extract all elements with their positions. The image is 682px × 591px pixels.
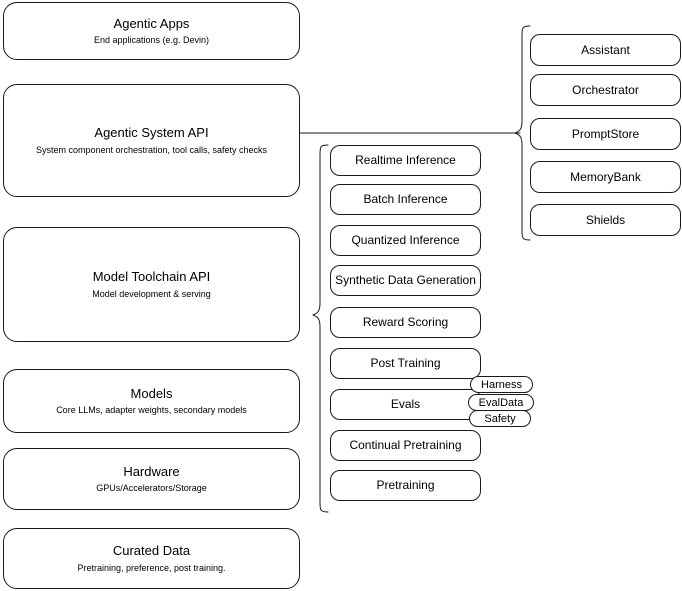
eval-pill-label: Harness bbox=[481, 378, 522, 391]
eval-pill-label: Safety bbox=[484, 412, 516, 425]
component-label: Orchestrator bbox=[572, 82, 639, 97]
component-label: PromptStore bbox=[571, 126, 640, 141]
capability-label: Reward Scoring bbox=[362, 315, 449, 329]
layer-title: Agentic Apps bbox=[113, 15, 190, 31]
eval-pill-harness[interactable]: Harness bbox=[470, 376, 533, 393]
component-label: Shields bbox=[585, 212, 626, 227]
capability-box-synthetic-data-generation[interactable]: Synthetic Data Generation bbox=[330, 265, 481, 296]
capability-box-pretraining[interactable]: Pretraining bbox=[330, 470, 481, 501]
brace-path bbox=[514, 25, 531, 241]
component-box-promptstore[interactable]: PromptStore bbox=[530, 118, 681, 150]
layer-box-agentic-apps[interactable]: Agentic Apps End applications (e.g. Devi… bbox=[3, 2, 300, 60]
component-box-assistant[interactable]: Assistant bbox=[530, 34, 681, 66]
capability-box-realtime-inference[interactable]: Realtime Inference bbox=[330, 145, 481, 176]
capability-box-batch-inference[interactable]: Batch Inference bbox=[330, 184, 481, 215]
capability-label: Batch Inference bbox=[363, 192, 448, 206]
capability-label: Realtime Inference bbox=[355, 153, 456, 167]
layer-subtitle: End applications (e.g. Devin) bbox=[93, 35, 210, 45]
capability-label: Continual Pretraining bbox=[349, 438, 462, 452]
capability-label: Pretraining bbox=[376, 478, 435, 492]
layer-box-curated-data[interactable]: Curated Data Pretraining, preference, po… bbox=[3, 528, 300, 589]
capability-box-reward-scoring[interactable]: Reward Scoring bbox=[330, 307, 481, 338]
layer-box-agentic-system-api[interactable]: Agentic System API System component orch… bbox=[3, 84, 300, 197]
layer-box-model-toolchain-api[interactable]: Model Toolchain API Model development & … bbox=[3, 227, 300, 342]
layer-box-hardware[interactable]: Hardware GPUs/Accelerators/Storage bbox=[3, 448, 300, 510]
component-box-shields[interactable]: Shields bbox=[530, 204, 681, 236]
capability-label: Evals bbox=[390, 397, 421, 411]
component-label: MemoryBank bbox=[570, 169, 641, 184]
capability-box-continual-pretraining[interactable]: Continual Pretraining bbox=[330, 430, 481, 461]
layer-subtitle: Model development & serving bbox=[92, 288, 211, 299]
eval-pill-label: EvalData bbox=[478, 396, 524, 409]
component-box-orchestrator[interactable]: Orchestrator bbox=[530, 74, 681, 106]
layer-title: Curated Data bbox=[112, 543, 191, 559]
capability-label: Post Training bbox=[370, 356, 441, 370]
component-box-memorybank[interactable]: MemoryBank bbox=[530, 161, 681, 193]
layer-title: Models bbox=[130, 385, 173, 401]
layer-title: Agentic System API bbox=[94, 125, 209, 141]
component-label: Assistant bbox=[581, 42, 630, 57]
capability-box-quantized-inference[interactable]: Quantized Inference bbox=[330, 225, 481, 256]
layer-subtitle: Core LLMs, adapter weights, secondary mo… bbox=[56, 405, 247, 415]
capability-label: Synthetic Data Generation bbox=[335, 273, 476, 287]
brace-path bbox=[312, 144, 329, 513]
capability-label: Quantized Inference bbox=[351, 233, 460, 247]
layer-subtitle: Pretraining, preference, post training. bbox=[77, 562, 226, 573]
capability-box-post-training[interactable]: Post Training bbox=[330, 348, 481, 379]
eval-pill-evaldata[interactable]: EvalData bbox=[468, 394, 534, 411]
layer-box-models[interactable]: Models Core LLMs, adapter weights, secon… bbox=[3, 369, 300, 433]
layer-title: Model Toolchain API bbox=[92, 269, 211, 285]
eval-pill-safety[interactable]: Safety bbox=[469, 410, 531, 427]
layer-subtitle: System component orchestration, tool cal… bbox=[35, 144, 268, 155]
layer-title: Hardware bbox=[123, 463, 180, 479]
capability-box-evals[interactable]: Evals bbox=[330, 389, 481, 420]
layer-subtitle: GPUs/Accelerators/Storage bbox=[96, 483, 207, 493]
